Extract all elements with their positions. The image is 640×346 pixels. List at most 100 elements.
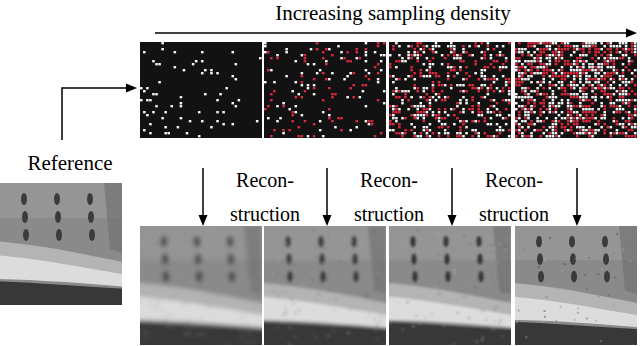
sample-point: [407, 45, 410, 47]
noise-speck: [493, 309, 495, 311]
sample-point: [546, 135, 549, 137]
sample-point: [561, 75, 564, 77]
sample-point: [216, 72, 219, 74]
noise-speck: [502, 335, 504, 337]
sample-point: [152, 93, 155, 95]
sample-point: [477, 111, 480, 113]
noise-speck: [203, 330, 205, 332]
sample-point: [600, 105, 603, 107]
noise-speck: [164, 313, 166, 315]
noise-speck: [311, 278, 313, 280]
sample-point: [576, 126, 579, 128]
sample-point: [413, 84, 416, 86]
sample-point: [450, 69, 453, 71]
sample-point: [552, 96, 555, 98]
noise-speck: [373, 274, 375, 276]
sample-point: [603, 78, 606, 80]
mr-image: [259, 221, 391, 346]
sample-point: [597, 51, 600, 53]
sample-point: [285, 75, 288, 77]
sample-point: [533, 129, 536, 131]
sample-point: [527, 63, 530, 65]
dark-spot: [22, 211, 28, 223]
sample-point: [331, 72, 334, 74]
sample-point: [346, 51, 349, 53]
sample-point: [149, 132, 152, 134]
sample-point: [328, 108, 331, 110]
sample-point: [508, 99, 511, 101]
noise-speck: [616, 296, 618, 298]
sample-point: [524, 78, 527, 80]
sample-point: [343, 57, 346, 59]
sample-point: [456, 57, 459, 59]
noise-speck: [289, 327, 291, 329]
dark-spot: [320, 271, 326, 283]
sample-point: [337, 45, 340, 47]
sample-point: [183, 69, 186, 71]
noise-speck: [375, 328, 377, 330]
sample-point: [555, 126, 558, 128]
sample-point: [603, 51, 606, 53]
sample-point: [423, 126, 426, 128]
sample-point: [564, 117, 567, 119]
sample-point: [270, 57, 273, 59]
noise-speck: [196, 254, 198, 256]
noise-speck: [257, 294, 259, 296]
noise-speck: [328, 235, 330, 237]
noise-speck: [202, 273, 204, 275]
sample-point: [515, 48, 518, 50]
mr-image: [0, 178, 127, 310]
sample-point: [383, 90, 386, 92]
sample-point: [459, 90, 462, 92]
sample-point: [356, 48, 359, 50]
sample-point: [524, 135, 527, 137]
sample-point: [555, 54, 558, 56]
sample-point: [610, 132, 613, 134]
sample-point: [585, 96, 588, 98]
sample-point: [389, 120, 392, 122]
tissue-dark: [244, 226, 262, 294]
noise-speck: [285, 306, 287, 308]
sample-point: [594, 81, 597, 83]
sample-point: [429, 60, 432, 62]
noise-speck: [212, 229, 214, 231]
noise-speck: [240, 237, 242, 239]
sample-point: [477, 90, 480, 92]
sample-point: [607, 57, 610, 59]
sample-point: [487, 93, 490, 95]
sample-point: [585, 54, 588, 56]
sample-point: [530, 90, 533, 92]
sample-point: [146, 87, 149, 89]
sample-point: [518, 129, 521, 131]
sample-point: [579, 129, 582, 131]
sample-point: [530, 75, 533, 77]
sample-point: [591, 45, 594, 47]
sample-point: [328, 114, 331, 116]
sample-point: [591, 42, 594, 44]
sample-point: [561, 48, 564, 50]
noise-speck: [339, 331, 341, 333]
sample-point: [619, 57, 622, 59]
noise-speck: [277, 229, 279, 231]
noise-speck: [334, 309, 336, 311]
noise-speck: [225, 252, 227, 254]
sample-point: [502, 117, 505, 119]
sampling-mask: [140, 42, 262, 138]
sample-point: [579, 99, 582, 101]
sample-point: [631, 81, 634, 83]
sample-point: [496, 87, 499, 89]
sample-point: [155, 63, 158, 65]
sample-point: [352, 84, 355, 86]
sample-point: [539, 84, 542, 86]
sample-point: [628, 129, 631, 131]
sample-point: [610, 66, 613, 68]
sample-point: [546, 129, 549, 131]
sample-point: [542, 102, 545, 104]
sample-point: [582, 108, 585, 110]
sample-point: [549, 57, 552, 59]
sample-point: [435, 117, 438, 119]
sample-point: [502, 63, 505, 65]
sample-point: [438, 45, 441, 47]
noise-speck: [623, 286, 625, 288]
arrowhead: [626, 29, 637, 38]
